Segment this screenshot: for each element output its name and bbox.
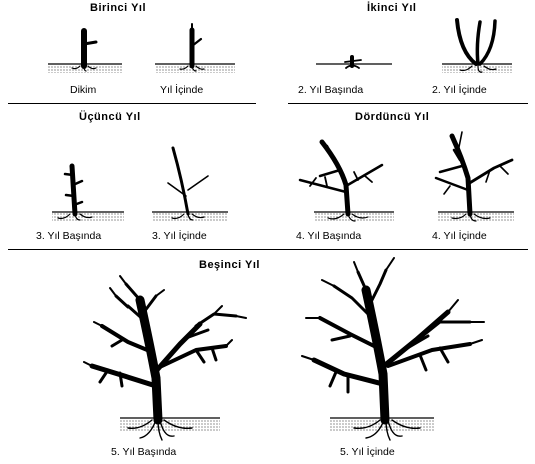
tree-y2-during <box>442 20 512 73</box>
soil <box>314 212 394 221</box>
branches <box>168 176 208 196</box>
soil <box>438 212 514 221</box>
trunk <box>72 166 75 214</box>
tree-y4-start <box>300 142 394 221</box>
soil <box>120 418 220 432</box>
trunk <box>366 290 385 420</box>
scaffold-branch <box>92 366 156 386</box>
tree-y2-start <box>316 57 392 68</box>
trunk <box>173 148 188 214</box>
shoot <box>477 22 480 64</box>
tree-planting <box>48 31 122 73</box>
branch <box>84 42 96 44</box>
tree-y3-during <box>152 148 228 221</box>
soil <box>155 64 235 73</box>
trunk <box>452 136 470 214</box>
soil <box>152 212 228 221</box>
scaffold-branch <box>157 324 200 370</box>
tree-y5-during <box>302 258 484 440</box>
tree-y3-start <box>52 166 124 221</box>
twigs <box>84 276 246 366</box>
soil <box>52 212 124 221</box>
tree-y5-start <box>84 276 246 440</box>
tree-y1-during <box>155 24 235 73</box>
shoot <box>457 20 476 64</box>
shoot <box>480 21 495 64</box>
tree-y4-during <box>436 132 514 221</box>
